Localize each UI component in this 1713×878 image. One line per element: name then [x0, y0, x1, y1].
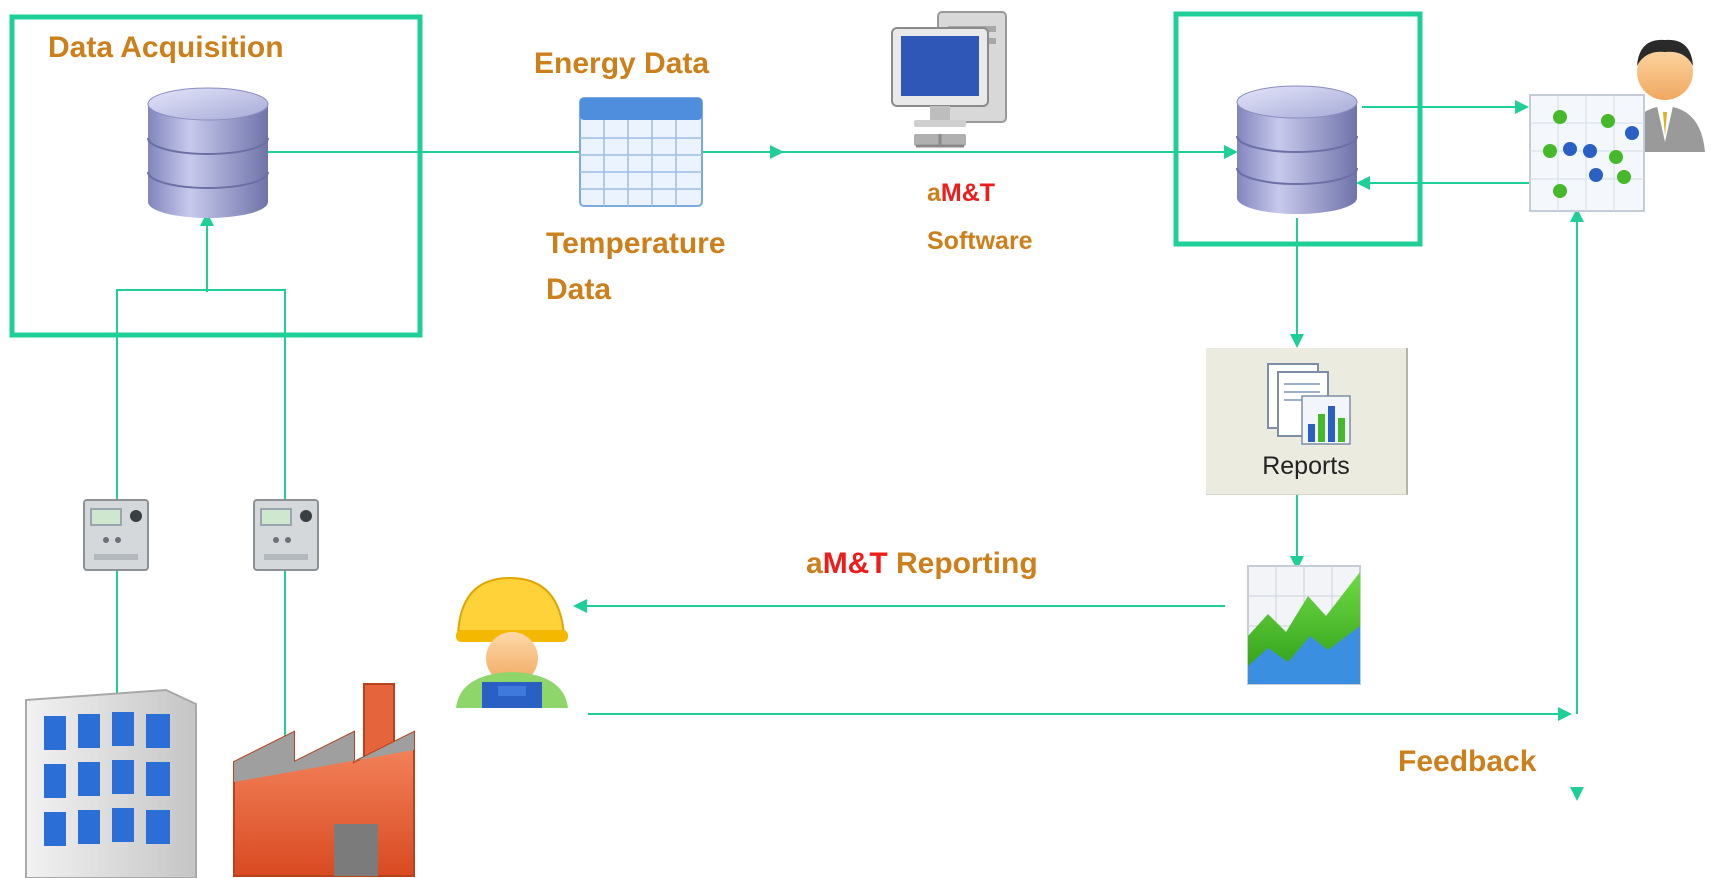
meter-icon: [253, 499, 319, 571]
scatter-chart-icon: [1529, 94, 1645, 212]
database-icon: [147, 87, 269, 218]
arrowhead-to-database: [1224, 145, 1238, 159]
area-chart-icon: [1247, 565, 1361, 685]
data-acquisition-box: [9, 14, 423, 338]
reports-icon: [1267, 363, 1351, 445]
software-label-line2: Software: [927, 227, 1033, 255]
meter-icon: [83, 499, 149, 571]
arrowhead-feedback-up: [1570, 787, 1584, 801]
arrowhead-to-worker: [573, 599, 587, 613]
arrowhead-to-analyst-up: [1570, 208, 1584, 222]
reports-button[interactable]: Reports: [1206, 348, 1408, 495]
computer-icon: [891, 11, 1007, 148]
arrowhead-to-reports: [1290, 334, 1304, 348]
reporting-label: aM&T Reporting: [806, 547, 1038, 580]
arrowhead-to-feedback: [1558, 707, 1572, 721]
connector-meters-bus: [116, 289, 286, 508]
temperature-data-label-line1: Temperature: [546, 227, 726, 260]
table-icon: [579, 97, 703, 207]
feedback-label: Feedback: [1398, 745, 1537, 778]
arrowhead-to-central-database: [1356, 176, 1370, 190]
arrowhead-to-area-chart: [1290, 556, 1304, 570]
reports-label: Reports: [1262, 452, 1350, 480]
arrowhead-to-software: [770, 145, 784, 159]
arrowhead-to-acquisition-database: [200, 212, 214, 226]
data-acquisition-label: Data Acquisition: [48, 31, 284, 64]
temperature-data-label-line2: Data: [546, 273, 612, 306]
worker-icon: [456, 576, 568, 708]
building-icon: [25, 688, 197, 878]
factory-icon: [233, 683, 415, 877]
database-icon: [1236, 85, 1358, 214]
arrowhead-to-analyst: [1515, 100, 1529, 114]
software-label-line1: aM&T: [927, 179, 996, 207]
energy-data-label: Energy Data: [534, 47, 710, 80]
